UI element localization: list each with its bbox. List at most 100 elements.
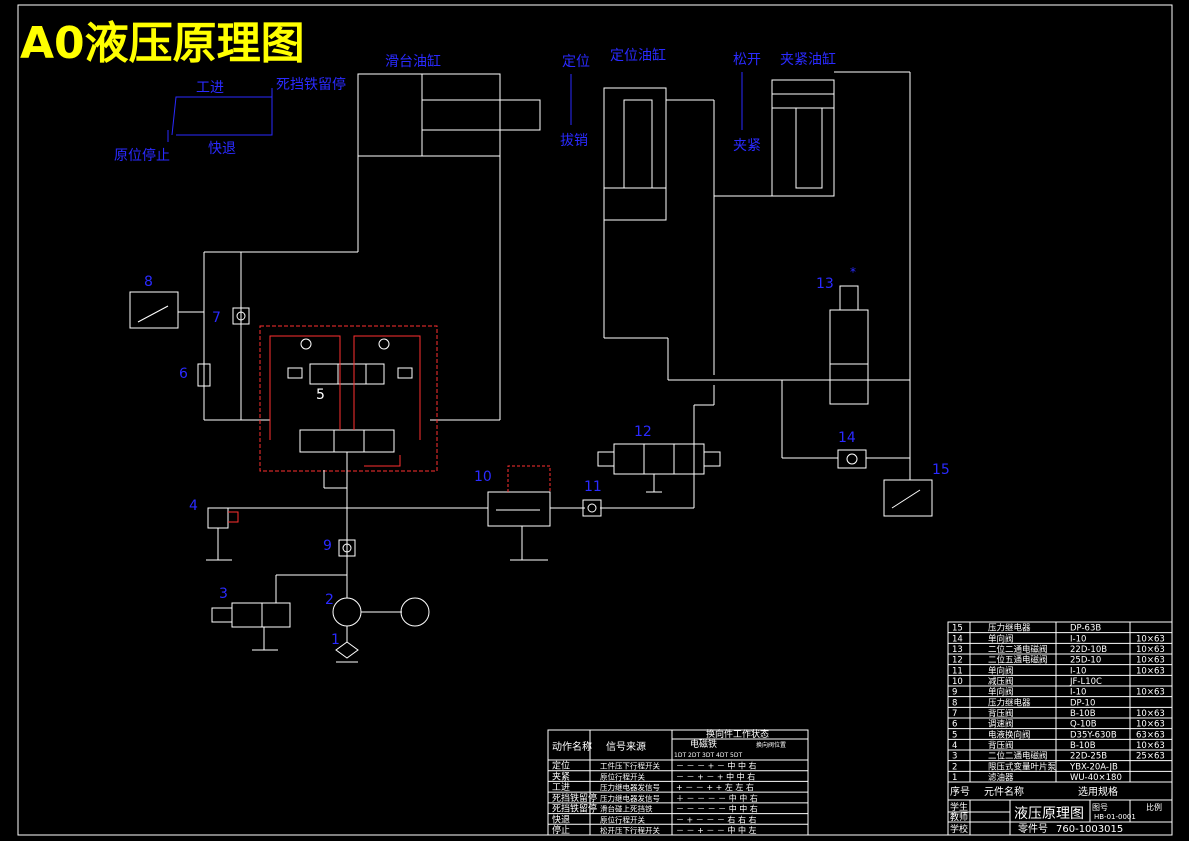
clamp-cylinder — [714, 71, 911, 480]
label-10: 10 — [474, 469, 492, 485]
parts-no: 2 — [952, 762, 957, 772]
action-state: － + － － － 右 右 右 — [676, 814, 757, 824]
parts-spec: 10×63 — [1136, 741, 1165, 751]
label-dead-stop: 死挡铁留停 — [276, 76, 346, 93]
action-table: 定位工件压下行程开关－ － － + － 中 中 右夹紧原位行程开关－ － + －… — [547, 728, 809, 836]
action-state: － － － － － 中 中 右 — [676, 804, 758, 814]
parts-model: D35Y-630B — [1070, 730, 1117, 740]
parts-name: 调速阀 — [988, 720, 1014, 730]
drawing-title: A0液压原理图 — [20, 18, 305, 69]
parts-spec: 25×63 — [1136, 752, 1165, 762]
parts-no: 13 — [952, 645, 963, 655]
parts-spec: 10×63 — [1136, 645, 1165, 655]
label-15: 15 — [932, 462, 950, 478]
title-block — [948, 800, 1172, 835]
parts-no: 14 — [952, 634, 963, 644]
label-1: 1 — [331, 632, 340, 648]
action-name: 死挡铁留停 — [552, 792, 597, 804]
valve-assembly-5 — [259, 325, 438, 472]
parts-spec: 10×63 — [1136, 720, 1165, 730]
label-fast-return: 快退 — [208, 141, 236, 157]
parts-name: 二位五通电磁阀 — [988, 655, 1048, 666]
parts-name: 减压阀 — [988, 676, 1014, 687]
parts-model: 25D-10 — [1070, 656, 1101, 666]
label-8: 8 — [144, 274, 153, 290]
parts-spec: 10×63 — [1136, 709, 1165, 719]
parts-name: 背压阀 — [988, 708, 1014, 719]
label-14: 14 — [838, 430, 856, 446]
parts-model: DP-10 — [1070, 698, 1095, 708]
label-6: 6 — [179, 366, 188, 382]
parts-footer-no: 序号 — [950, 785, 970, 798]
label-9: 9 — [323, 538, 332, 554]
filter-1 — [335, 641, 359, 663]
tb-scale: 比例 — [1146, 802, 1162, 812]
parts-name: 单向阀 — [988, 633, 1014, 644]
action-name: 夹紧 — [552, 770, 570, 782]
label-3: 3 — [219, 586, 228, 602]
solenoid-valve-12 — [597, 443, 721, 493]
parts-name: 压力继电器 — [988, 623, 1031, 634]
parts-no: 12 — [952, 656, 963, 666]
parts-model: WU-40×180 — [1070, 773, 1122, 783]
label-locate-cylinder: 定位油缸 — [610, 47, 666, 64]
at-header-action: 动作名称 — [552, 740, 592, 753]
parts-footer-name: 元件名称 — [984, 785, 1024, 798]
action-signal: 压力继电器发信号 — [600, 793, 660, 803]
parts-name: 背压阀 — [988, 740, 1014, 751]
throttle-valve-6 — [197, 363, 211, 387]
parts-no: 6 — [952, 720, 957, 730]
action-name: 停止 — [552, 824, 570, 836]
supply-lines — [226, 385, 715, 603]
check-valve-11 — [582, 499, 602, 517]
action-state: － － + － + 中 中 右 — [676, 771, 755, 781]
parts-name: 单向阀 — [988, 687, 1014, 698]
parts-model: I-10 — [1070, 634, 1086, 644]
action-name: 快退 — [552, 813, 570, 825]
at-sub-valve: 换向阀位置 — [756, 741, 786, 749]
label-work-feed: 工进 — [196, 80, 224, 96]
parts-footer-model: 选用规格 — [1078, 785, 1118, 798]
parts-name: 限压式变量叶片泵 — [988, 761, 1057, 772]
parts-no: 15 — [952, 624, 963, 634]
at-header-state: 换向件工作状态 — [706, 728, 769, 740]
tb-part-no: 零件号 — [1018, 823, 1048, 835]
parts-model: B-10B — [1070, 741, 1096, 751]
parts-no: 1 — [952, 773, 957, 783]
parts-model: JF-L10C — [1069, 677, 1102, 687]
check-valve-14 — [837, 449, 867, 469]
check-valve-7 — [232, 307, 250, 325]
parts-name: 压力继电器 — [988, 697, 1031, 708]
parts-name: 二位二通电磁阀 — [988, 644, 1048, 655]
parts-no: 4 — [952, 741, 957, 751]
action-state: + － － + + 左 左 右 — [676, 782, 754, 792]
action-name: 工进 — [552, 782, 570, 793]
parts-no: 3 — [952, 752, 957, 762]
parts-model: 22D-10B — [1070, 645, 1107, 655]
parts-no: 11 — [952, 666, 963, 676]
parts-spec: 10×63 — [1136, 634, 1165, 644]
at-header-signal: 信号来源 — [606, 740, 646, 753]
tb-school: 学校 — [950, 823, 968, 835]
parts-model: Q-10B — [1070, 720, 1097, 730]
action-signal: 工件压下行程开关 — [600, 761, 660, 771]
pilot-lines — [269, 335, 421, 467]
label-home-stop: 原位停止 — [114, 147, 170, 164]
parts-name: 滤油器 — [988, 772, 1014, 783]
parts-name: 二位二通电磁阀 — [988, 751, 1048, 762]
parts-model: YBX-20A-JB — [1069, 762, 1118, 772]
slide-cylinder — [357, 73, 541, 420]
pilot-valve — [287, 338, 413, 453]
parts-no: 7 — [952, 709, 957, 719]
locate-cylinder — [603, 87, 910, 381]
action-signal: 原位行程开关 — [600, 771, 645, 781]
action-state: － － + － － 中 中 左 — [676, 825, 757, 835]
label-7: 7 — [212, 310, 221, 326]
label-12: 12 — [634, 424, 652, 440]
parts-name: 单向阀 — [988, 665, 1014, 676]
label-release: 松开 — [733, 52, 761, 68]
tb-teacher: 教师 — [950, 811, 968, 823]
